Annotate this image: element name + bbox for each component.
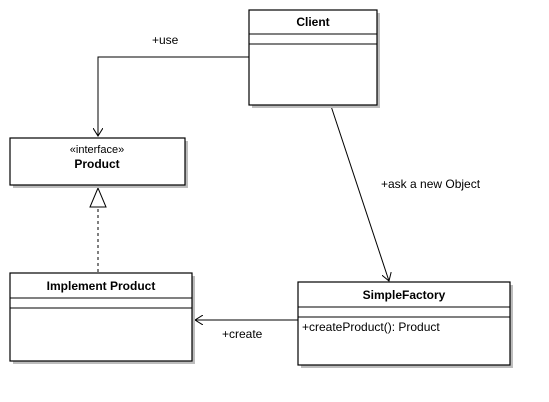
product-box[interactable] [9, 137, 186, 186]
realization[interactable] [89, 186, 107, 272]
association-use[interactable]: +use [98, 33, 249, 136]
create-label: +create [222, 327, 263, 341]
realization-triangle-icon [89, 186, 107, 208]
association-ask[interactable]: +ask a new Object [330, 105, 481, 281]
simple-factory-method: +createProduct(): Product [302, 320, 440, 334]
simple-factory-name: SimpleFactory [363, 288, 446, 302]
product-name: Product [74, 157, 119, 171]
simple-factory-box[interactable] [297, 281, 511, 366]
ask-connector-line[interactable] [330, 105, 389, 281]
use-connector-line[interactable] [98, 56, 249, 136]
implement-product-name: Implement Product [47, 279, 156, 293]
client-name: Client [296, 15, 329, 29]
implement-product-box[interactable] [9, 272, 193, 362]
client-box[interactable] [248, 9, 378, 106]
association-create[interactable]: +create [195, 320, 298, 341]
class-implement-product[interactable]: Implement Product [9, 272, 195, 364]
ask-label: +ask a new Object [381, 177, 481, 191]
class-product[interactable]: «interface» Product [9, 137, 188, 188]
product-stereotype: «interface» [70, 144, 124, 156]
use-label: +use [152, 33, 179, 47]
class-client[interactable]: Client [248, 9, 380, 108]
class-simple-factory[interactable]: SimpleFactory +createProduct(): Product [297, 281, 513, 368]
